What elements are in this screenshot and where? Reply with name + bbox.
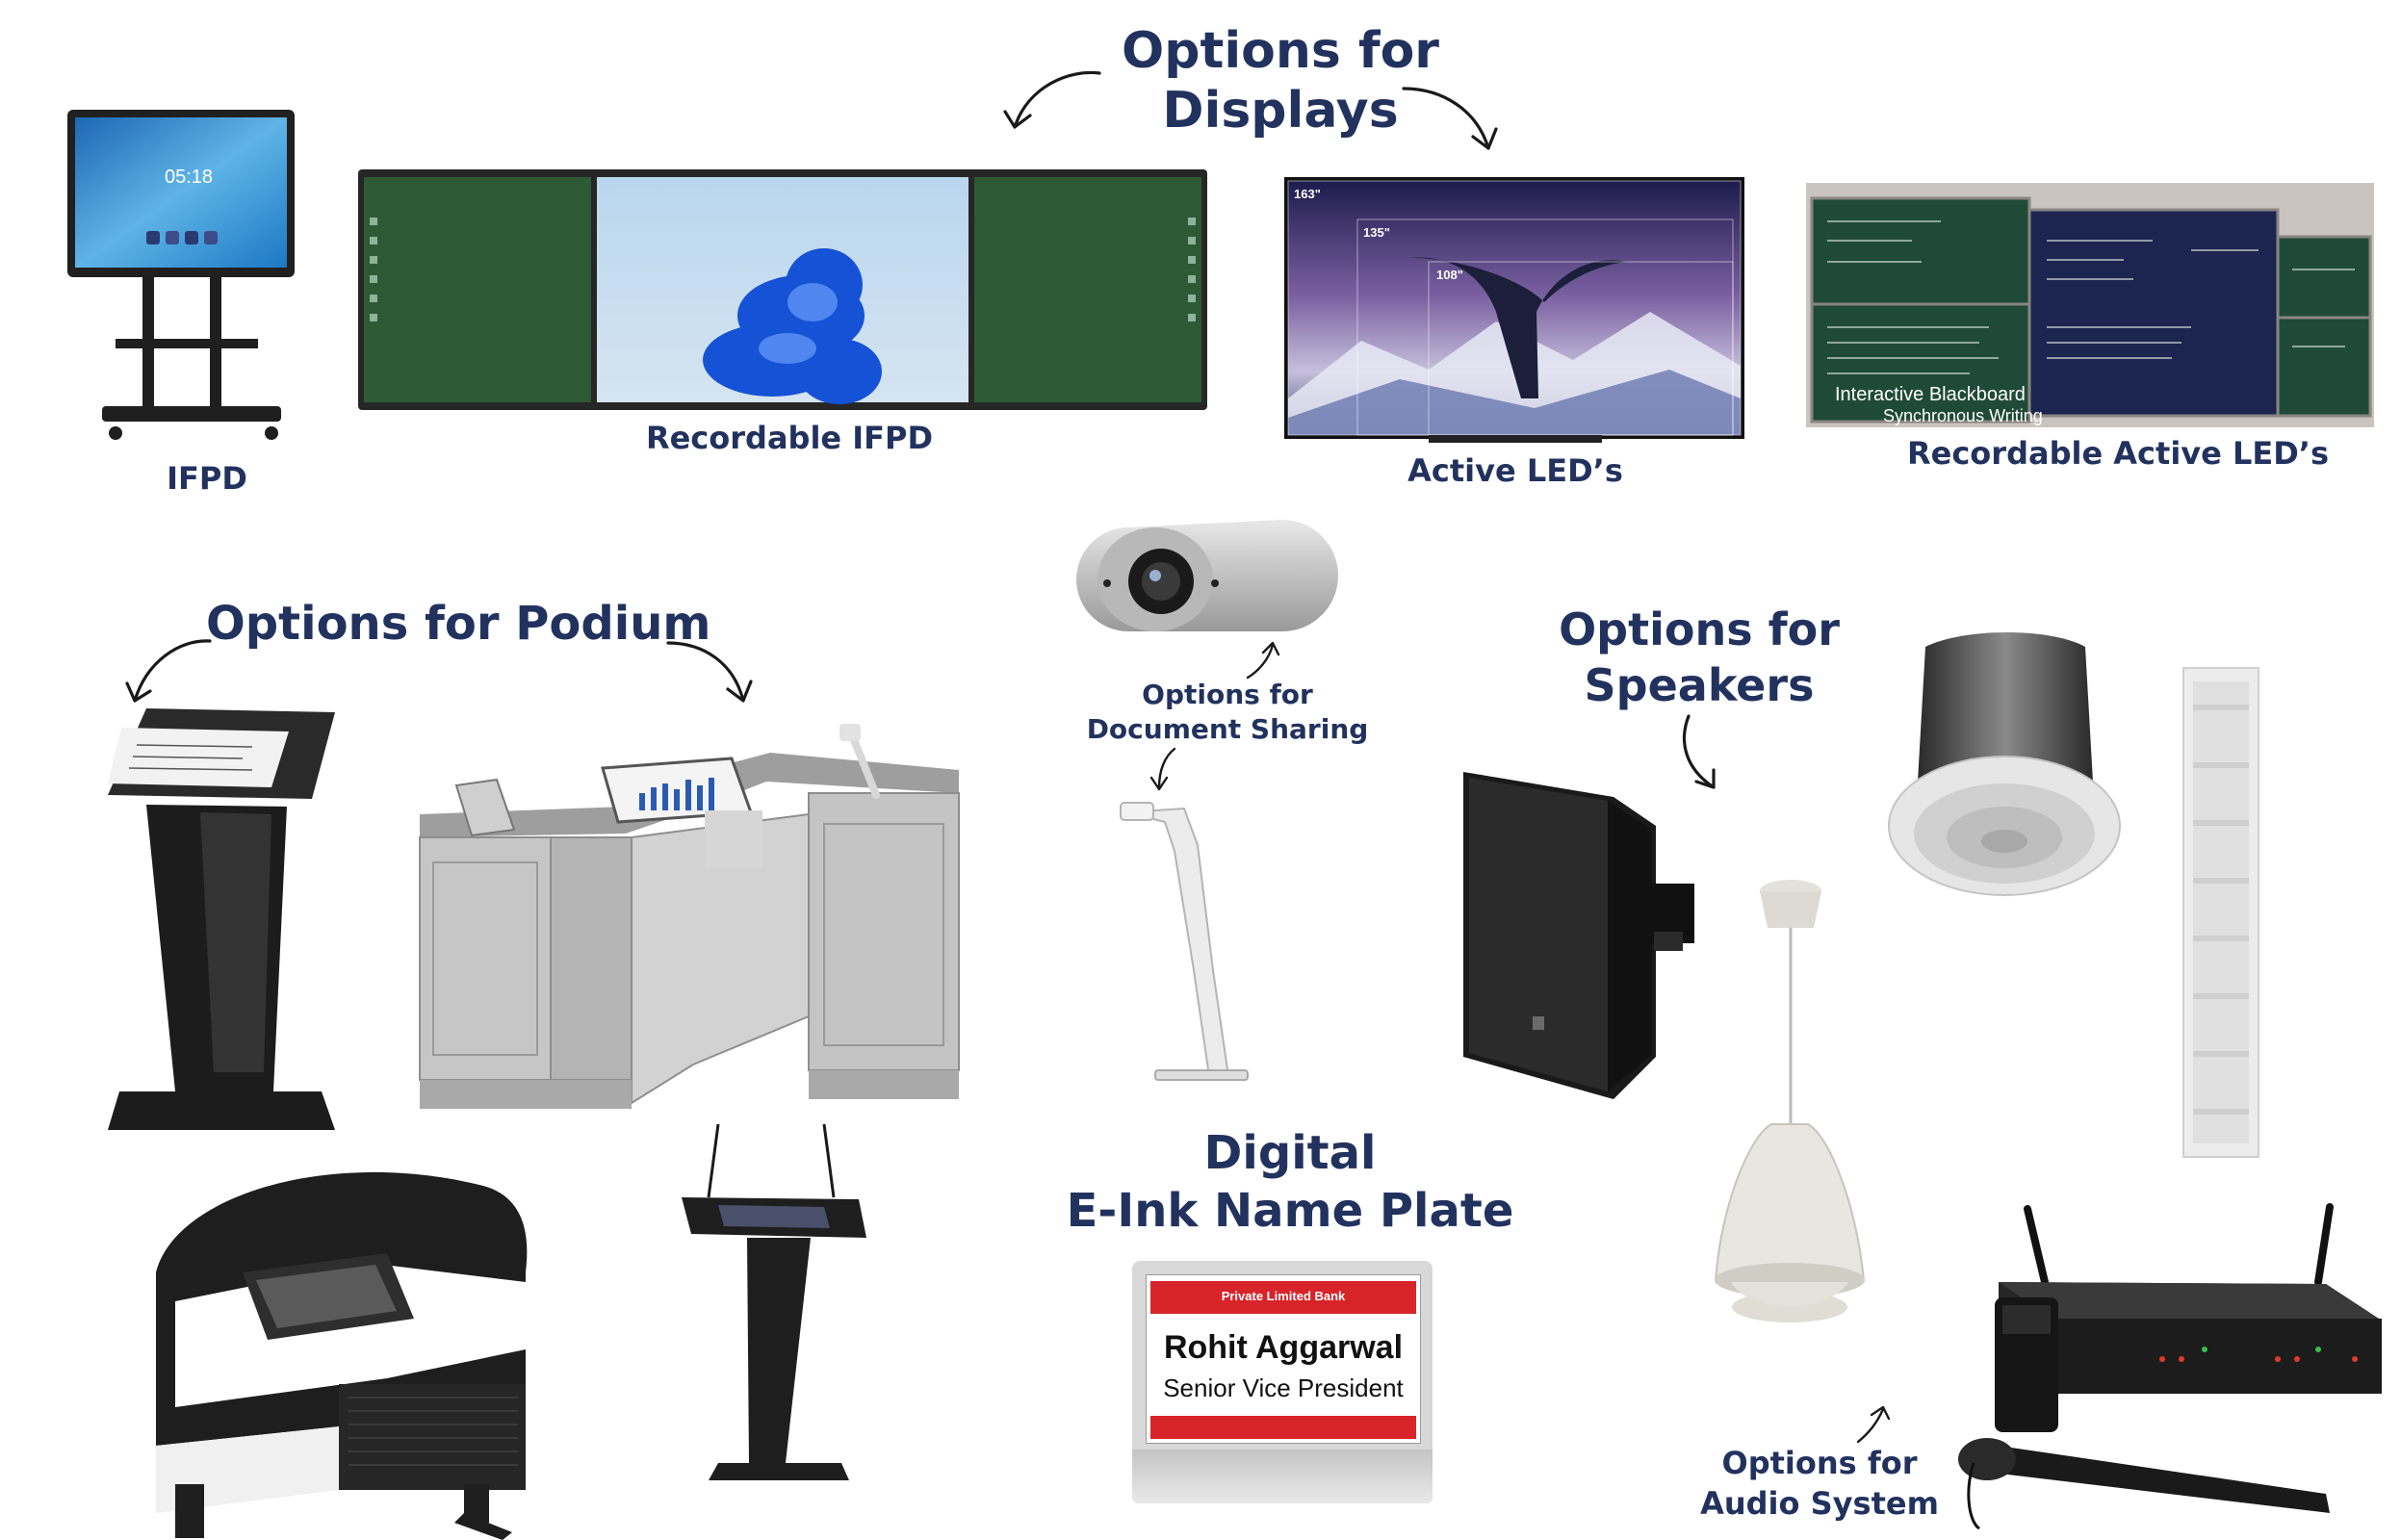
- led-size-135: 135": [1363, 225, 1390, 240]
- gray-desk-podium-image: [419, 724, 960, 1109]
- podium-left-arrow-icon: [125, 639, 212, 703]
- column-speaker-image: [2182, 667, 2259, 1158]
- name-plate-screen: Private Limited Bank Rohit Aggarwal Seni…: [1146, 1274, 1421, 1444]
- speakers-heading-line2: Speakers: [1584, 658, 1815, 711]
- audio-system-label-line1: Options for: [1721, 1445, 1918, 1481]
- digital-lectern-podium-image: [108, 708, 335, 1130]
- name-plate-red-top-band: [1150, 1281, 1416, 1314]
- document-camera-image: [1076, 520, 1338, 631]
- recordable-ifpd-caption: Recordable IFPD: [645, 420, 934, 456]
- name-plate-base: [1132, 1450, 1433, 1503]
- document-sharing-label: Options for Document Sharing: [1069, 678, 1386, 748]
- displays-heading-line2: Displays: [1162, 82, 1399, 141]
- ifpd-screen-time: 05:18: [165, 167, 213, 188]
- pendant-speaker-image: [1714, 880, 1866, 1322]
- speakers-heading-line1: Options for: [1559, 603, 1840, 655]
- name-plate-heading-line1: Digital: [1203, 1126, 1377, 1180]
- ceiling-speaker-image: [1888, 632, 2121, 896]
- displays-heading: Options for Displays: [1020, 21, 1540, 141]
- displays-heading-line1: Options for: [1122, 22, 1439, 80]
- name-plate-heading: Digital E-Ink Name Plate: [1049, 1124, 1531, 1240]
- name-plate-red-bottom-band: [1150, 1416, 1416, 1439]
- name-plate-person-title: Senior Vice President: [1163, 1373, 1404, 1402]
- speakers-down-arrow-icon: [1682, 714, 1716, 789]
- active-led-caption: Active LED’s: [1407, 452, 1623, 489]
- visualizer-arm-image: [1120, 802, 1249, 1081]
- document-sharing-label-line1: Options for: [1142, 679, 1313, 710]
- speakers-heading: Options for Speakers: [1521, 603, 1877, 713]
- led-size-163: 163": [1294, 187, 1321, 201]
- podium-right-arrow-icon: [666, 641, 753, 703]
- podium-heading: Options for Podium: [206, 597, 711, 651]
- name-plate-heading-line2: E-Ink Name Plate: [1066, 1184, 1514, 1238]
- stand-lectern-podium-image: [682, 1123, 866, 1480]
- displays-right-arrow-icon: [1402, 87, 1498, 150]
- recordable-led-overlay-line2: Synchronous Writing: [1883, 406, 2043, 425]
- audio-system-label: Options for Audio System: [1685, 1444, 1954, 1524]
- recordable-active-led-caption: Recordable Active LED’s: [1906, 435, 2329, 472]
- ifpd-caption: IFPD: [167, 460, 247, 497]
- wireless-audio-system-image: [1958, 1203, 2382, 1530]
- document-sharing-label-line2: Document Sharing: [1086, 713, 1369, 746]
- name-plate-company: Private Limited Bank: [1221, 1289, 1346, 1303]
- document-sharing-up-arrow-icon: [1246, 641, 1280, 680]
- console-desk-podium-image: [156, 1171, 528, 1540]
- recordable-led-overlay-line1: Interactive Blackboard: [1835, 384, 2026, 405]
- ifpd-image: 05:18: [67, 110, 295, 440]
- audio-system-up-arrow-icon: [1856, 1405, 1891, 1444]
- wall-box-speaker-image: [1463, 772, 1694, 1099]
- active-led-image: 163" 135" 108": [1284, 177, 1744, 443]
- document-sharing-down-arrow-icon: [1149, 747, 1176, 791]
- recordable-ifpd-image: [358, 169, 1207, 410]
- audio-system-label-line2: Audio System: [1700, 1484, 1939, 1522]
- displays-left-arrow-icon: [1003, 70, 1101, 129]
- led-size-108: 108": [1436, 268, 1463, 282]
- name-plate-person-name: Rohit Aggarwal: [1163, 1329, 1404, 1366]
- recordable-active-led-image: Interactive Blackboard Synchronous Writi…: [1806, 183, 2374, 427]
- name-plate-device: Private Limited Bank Rohit Aggarwal Seni…: [1132, 1261, 1433, 1503]
